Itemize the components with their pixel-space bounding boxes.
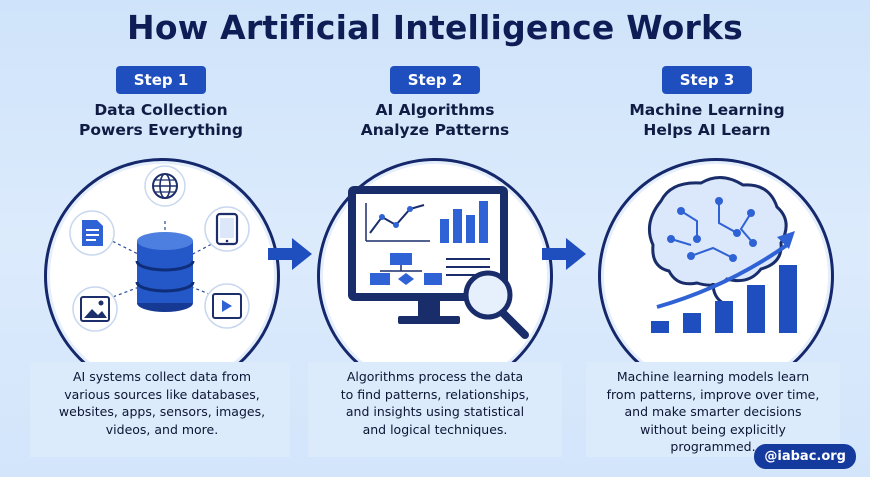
- database-icon: [135, 232, 195, 312]
- step-2-header: Step 2 AI Algorithms Analyze Patterns: [300, 66, 570, 140]
- arrow-right-icon: [268, 238, 312, 270]
- desc-bg: [586, 362, 840, 457]
- desc-line: programmed.: [670, 439, 756, 454]
- desc-line: websites, apps, sensors, images,: [58, 404, 266, 419]
- desc-line: Machine learning models learn: [616, 369, 810, 384]
- page-title: How Artificial Intelligence Works: [127, 8, 743, 47]
- desc-line: videos, and more.: [105, 421, 219, 437]
- step-1-heading-line2: Powers Everything: [79, 121, 243, 139]
- desc-bg: [308, 362, 562, 457]
- brain-icon: [647, 176, 788, 305]
- step-1-heading-line1: Data Collection: [94, 101, 228, 119]
- video-icon: [204, 283, 250, 329]
- desc-line: and insights using statistical: [345, 404, 525, 419]
- desc-line: AI systems collect data from: [72, 369, 251, 384]
- arrow-right-icon: [542, 238, 586, 270]
- globe-icon: [144, 165, 186, 207]
- desc-line: from patterns, improve over time,: [606, 386, 820, 402]
- machine-learning-illustration: [598, 158, 834, 394]
- document-icon: [69, 210, 115, 256]
- image-icon: [72, 286, 118, 332]
- step-3-badge: Step 3: [661, 66, 753, 94]
- step-1-heading: Data Collection Powers Everything: [26, 100, 296, 140]
- desc-line: to find patterns, relationships,: [340, 386, 530, 402]
- step-2-heading-line2: Analyze Patterns: [360, 121, 510, 139]
- growth-chart-icon: [651, 231, 797, 333]
- desc-line: various sources like databases,: [64, 386, 260, 402]
- desc-line: Algorithms process the data: [346, 369, 524, 384]
- step-3-heading-line2: Helps AI Learn: [643, 121, 771, 139]
- line-chart-icon: [365, 203, 430, 242]
- flowchart-icon: [370, 253, 490, 285]
- step-3-header: Step 3 Machine Learning Helps AI Learn: [572, 66, 842, 140]
- algorithms-illustration: [317, 158, 553, 394]
- step-1-header: Step 1 Data Collection Powers Everything: [26, 66, 296, 140]
- desc-line: and logical techniques.: [362, 421, 508, 437]
- step-2-heading: AI Algorithms Analyze Patterns: [300, 100, 570, 140]
- magnifier-icon: [463, 270, 529, 339]
- desc-line: without being explicitly: [640, 421, 786, 437]
- data-collection-illustration: [44, 158, 280, 394]
- desc-bg: [30, 362, 290, 457]
- step-1-badge: Step 1: [115, 66, 207, 94]
- brand-badge[interactable]: @iabac.org: [754, 444, 856, 469]
- step-3-heading-line1: Machine Learning: [629, 101, 785, 119]
- step-3-description: Machine learning models learn from patte…: [583, 368, 843, 456]
- step-1-description: AI systems collect data from various sou…: [32, 368, 292, 438]
- step-2-description: Algorithms process the data to find patt…: [305, 368, 565, 438]
- desc-line: and make smarter decisions: [624, 404, 802, 419]
- step-2-badge: Step 2: [389, 66, 481, 94]
- phone-icon: [204, 206, 250, 252]
- step-3-heading: Machine Learning Helps AI Learn: [572, 100, 842, 140]
- bar-chart-icon: [440, 201, 488, 243]
- step-2-heading-line1: AI Algorithms: [375, 101, 495, 119]
